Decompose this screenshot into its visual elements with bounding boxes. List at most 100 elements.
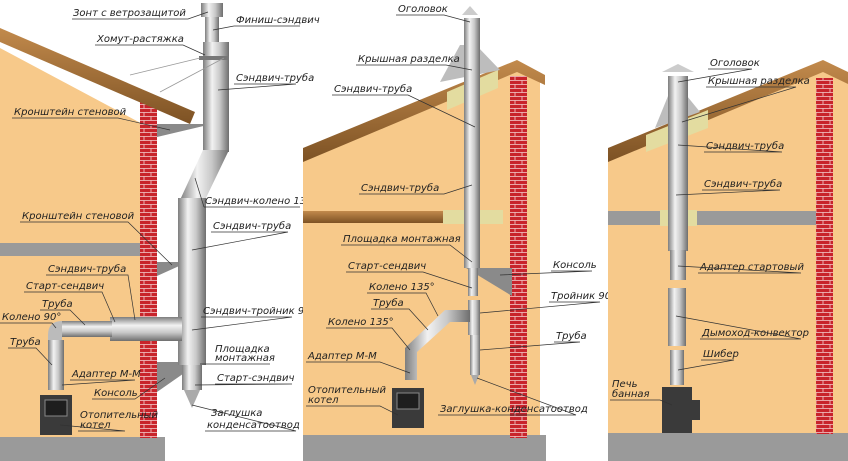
label: Оголовок [398,4,448,15]
sandwich-pipe [464,18,480,268]
label: Оголовок [710,58,760,69]
label: Сэндвич-труба [213,220,291,232]
start-sandwich [468,268,478,296]
floor-slab [0,243,150,256]
ceiling-slab [608,211,818,225]
label: Заглушка [211,408,262,419]
label: Труба [373,297,404,309]
panel-roof-through: Оголовок Крышная разделка Сэндвич-труба … [303,4,616,461]
damper [670,350,684,385]
label: Площадка монтажная [343,234,461,245]
label: Крышная разделка [358,54,460,65]
chimney-cap [662,64,694,72]
label: Старт-сендвич [348,261,426,272]
label: Зонт с ветрозащитой [73,8,186,19]
label: конденсатоотвод [207,420,300,431]
label: Труба [42,298,73,310]
label: Сэндвич-труба [704,178,782,190]
label: Консоль [94,388,138,399]
label: Адаптер стартовый [699,262,804,273]
label: Сэндвич-труба [236,72,314,84]
label: Отопительный [80,410,159,421]
ground-floor [608,433,848,461]
start-adapter [670,250,686,280]
clamp [199,56,229,60]
label: Сэндвич-труба [334,83,412,95]
label: Кронштейн стеновой [14,107,127,118]
sandwich-pipe [668,76,688,251]
leader-lines-panel-2 [306,14,601,416]
label: Труба [556,330,587,342]
vertical-pipe-stove [48,340,64,390]
label: монтажная [215,353,275,364]
horizontal-pipe [62,321,112,337]
label: Сэндвич-тройник 90° [203,306,316,317]
panel-sauna-stove: Оголовок Крышная разделка Сэндвич-труба … [608,58,848,461]
label: Тройник 90° [551,291,616,302]
boiler-door [396,392,420,410]
ground-floor [0,437,165,461]
label: Финиш-сэндвич [236,15,320,26]
label: Печь [612,379,638,390]
brick-wall [816,78,833,434]
tee-90 [468,300,480,335]
label: Сэндвич-колено 135° [205,196,317,207]
brick-wall [140,102,157,438]
label: Сэндвич-труба [361,182,439,194]
label: Площадка [215,344,270,355]
labels-panel-3: Оголовок Крышная разделка Сэндвич-труба … [612,58,810,400]
label: Колено 135° [369,282,435,293]
labels-panel-1: Зонт с ветрозащитой Финиш-сэндвич Хомут-… [2,8,320,431]
label: Адаптер М-М [307,351,377,362]
label: Консоль [553,260,597,271]
ground-floor [303,435,546,461]
condensate-plug [471,375,479,385]
label: Крышная разделка [708,76,810,87]
label: Старт-сендвич [26,281,104,292]
sandwich-elbow-135 [180,150,229,200]
label: Колено 135° [328,317,394,328]
wall-bracket-upper [157,124,212,137]
label: Труба [10,336,41,348]
label: котел [308,395,339,406]
sandwich-pipe-middle [178,198,206,308]
label: Старт-сэндвич [217,373,295,384]
sandwich-pipe-upper [203,42,229,152]
label: котел [80,420,111,431]
convector-chimney [668,288,686,346]
label: Колено 90° [2,312,61,323]
leader-lines-panel-1 [0,11,300,432]
label: Заглушка-конденсатоотвод [440,404,588,415]
label: Кронштейн стеновой [22,211,135,222]
label: банная [612,388,650,400]
finish-sandwich [205,17,219,42]
brick-wall [510,76,527,438]
pipe-lower [470,335,480,375]
stove-side-box [692,400,700,420]
start-sandwich [182,365,202,390]
chimney-cap [462,6,478,15]
guy-wire [129,57,201,76]
rain-cap [201,3,223,17]
boiler-door [44,399,68,417]
offset-pipe [405,310,470,380]
sandwich-tee-90 [178,305,206,365]
sauna-stove [662,387,692,433]
label: Сэндвич-труба [706,140,784,152]
house-wall [608,61,848,440]
house-wall [303,62,540,440]
horizontal-sandwich [110,317,182,341]
label: Шибер [703,348,739,360]
condensate-plug [184,390,200,408]
elbow-90 [48,321,62,340]
leader-lines-panel-3 [610,68,802,406]
label: Хомут-растяжка [96,34,184,45]
guy-wire [159,57,225,93]
label: Дымоход-конвектор [701,328,809,339]
label: Отопительный [308,385,387,396]
label: Сэндвич-труба [48,263,126,275]
panel-wall-outlet: Зонт с ветрозащитой Финиш-сэндвич Хомут-… [0,3,320,461]
labels-panel-2: Оголовок Крышная разделка Сэндвич-труба … [307,4,616,415]
